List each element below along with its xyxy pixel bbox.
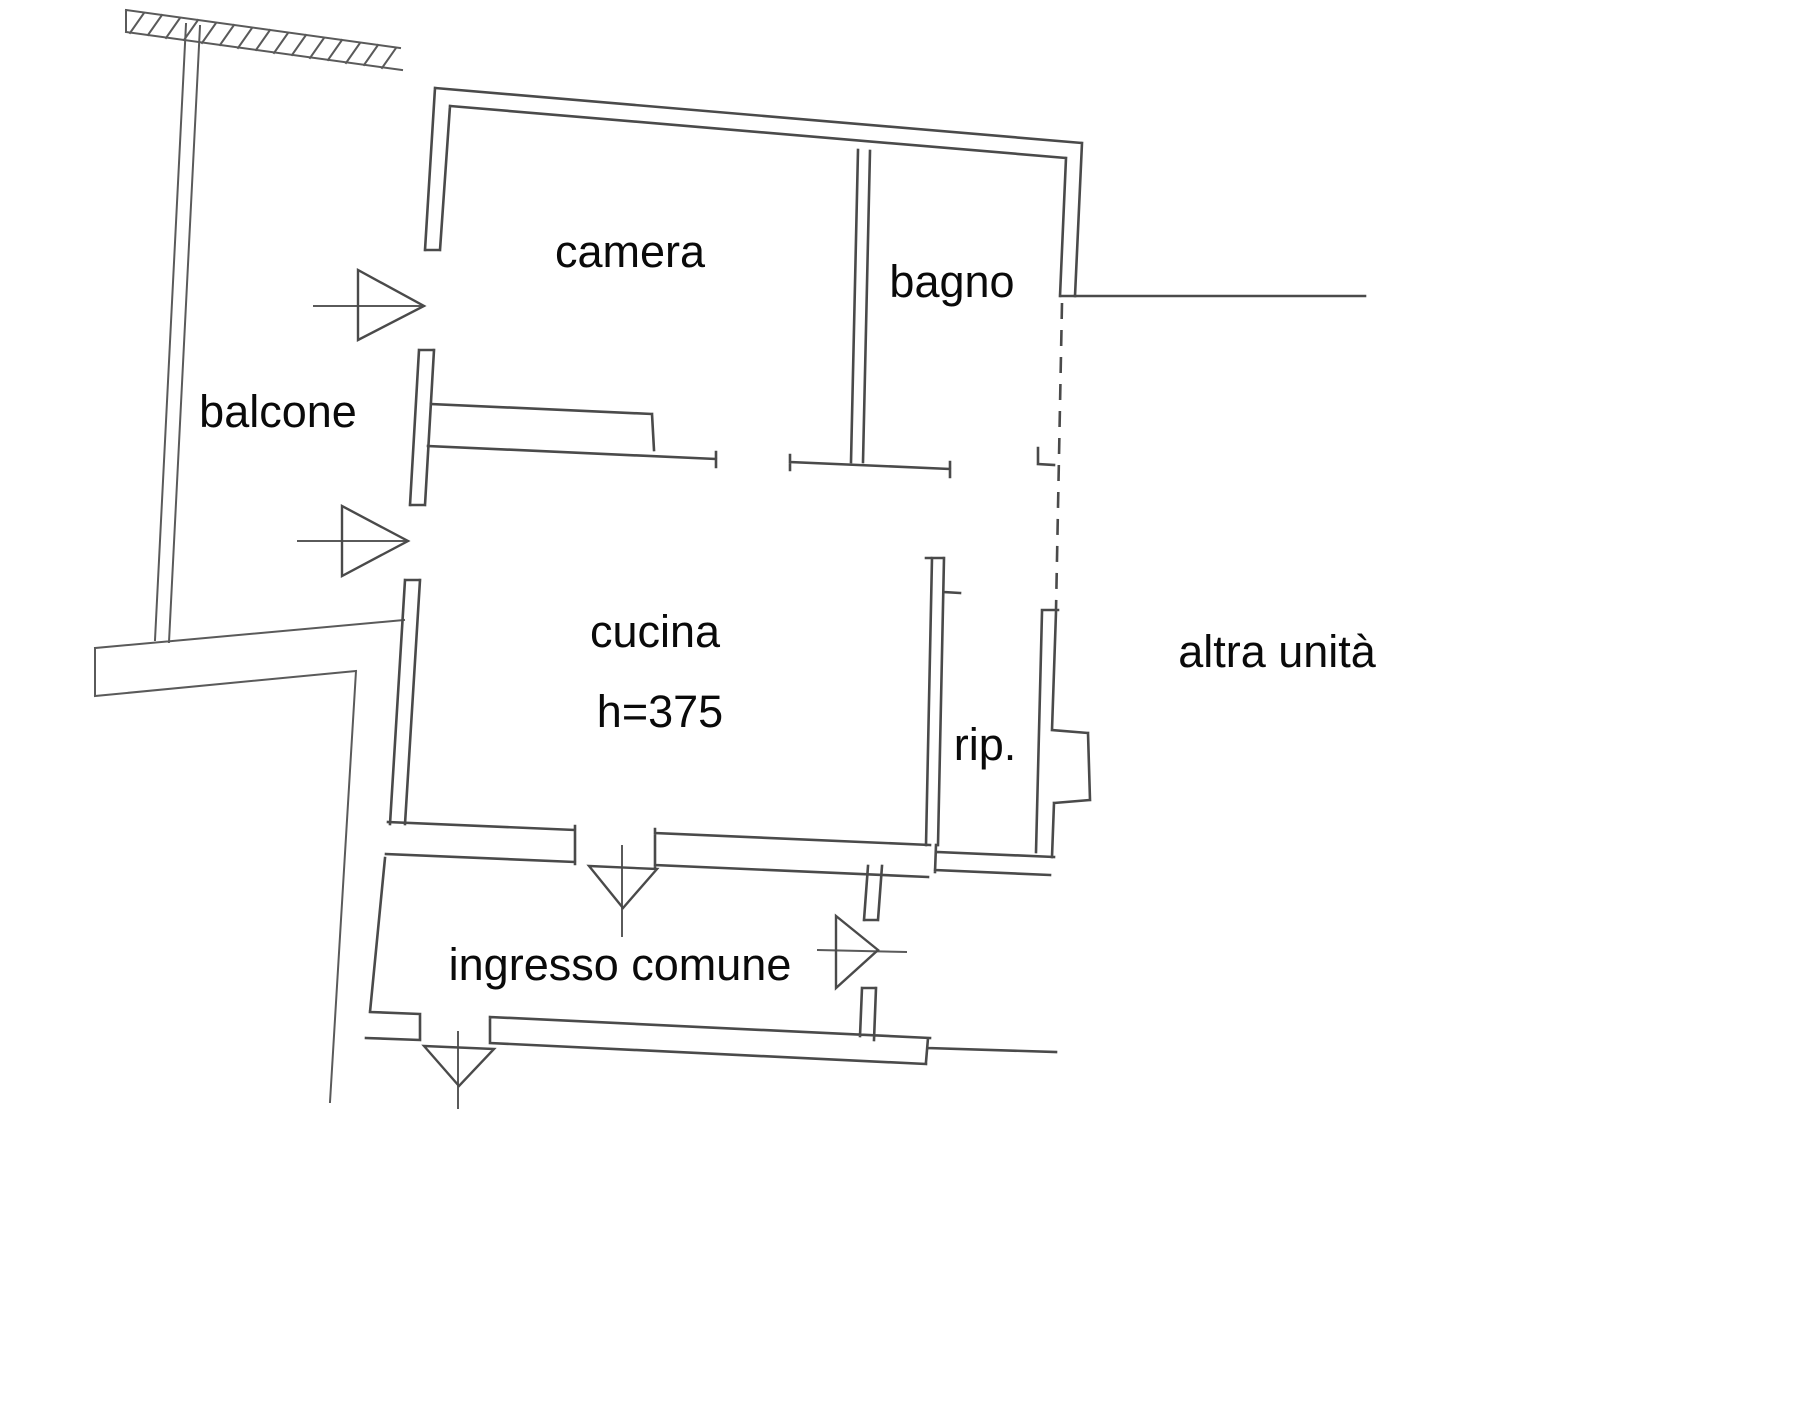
door-symbol-entrance-hall	[816, 913, 908, 991]
hatch-band-edges	[124, 8, 404, 72]
window-symbol-camera	[313, 267, 427, 342]
hatching	[128, 11, 398, 70]
dashed-boundary	[1054, 302, 1064, 611]
kitchen-bottom-wall	[384, 820, 932, 879]
interior-partition	[426, 402, 1056, 479]
label-altra-unita: altra unità	[1178, 626, 1376, 677]
window-symbol-cucina	[297, 504, 411, 578]
label-ceiling-height: h=375	[596, 686, 724, 737]
door-symbol-building-entrance	[421, 1031, 497, 1109]
room-label-bagno: bagno	[889, 256, 1015, 307]
room-label-rip: rip.	[953, 719, 1017, 770]
room-label-balcone: balcone	[199, 386, 357, 437]
balcony-walls	[93, 22, 406, 1104]
room-label-camera: camera	[554, 226, 706, 277]
door-symbol-kitchen	[586, 845, 660, 937]
camera-bagno-divider	[849, 148, 872, 464]
room-label-ingresso-comune: ingresso comune	[448, 939, 792, 990]
right-wall-lower	[1034, 608, 1092, 859]
storage-walls	[924, 556, 1056, 877]
outer-walls	[388, 86, 1084, 826]
entrance-hall-walls	[364, 856, 1058, 1066]
room-label-cucina: cucina	[589, 606, 721, 657]
